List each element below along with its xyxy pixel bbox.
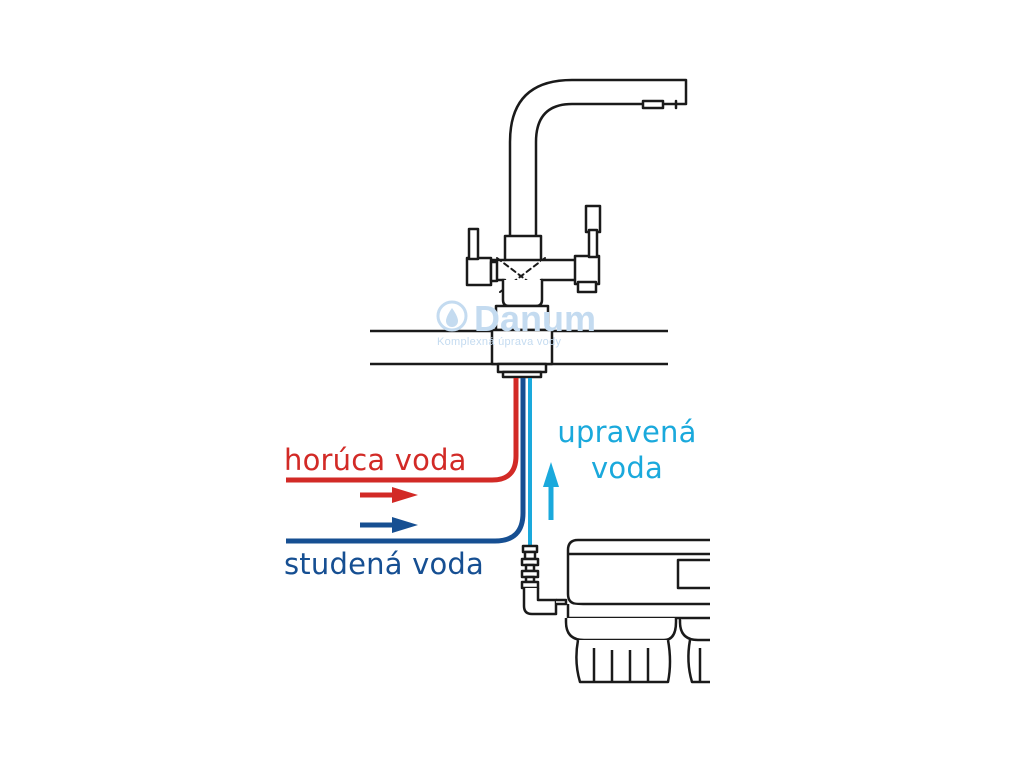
arrow-right-icon [360, 517, 418, 533]
cold-water-label: studená voda [284, 547, 484, 581]
arrow-up-icon [543, 462, 559, 520]
three-way-faucet [465, 78, 688, 379]
water-drop-logo-icon [436, 300, 468, 332]
filter-unit [556, 538, 710, 684]
watermark-tagline: Komplexná úprava vody [437, 336, 562, 348]
arrow-right-icon [360, 487, 418, 503]
watermark-brand-name: Danum [474, 298, 597, 339]
connector-fitting [520, 544, 558, 616]
treated-water-label-line2: voda [591, 451, 663, 485]
hot-water-pipe [286, 378, 519, 483]
cold-water-pipe [286, 378, 526, 544]
hot-water-label: horúca voda [284, 443, 467, 477]
treated-water-label-line1: upravená [557, 415, 697, 449]
